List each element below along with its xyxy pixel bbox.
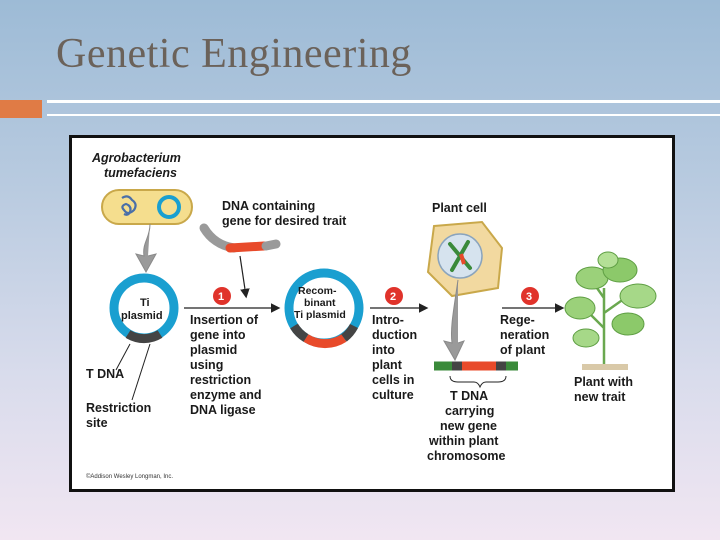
step-1-line-5: restriction bbox=[190, 373, 251, 387]
title-accent-bar bbox=[0, 100, 42, 118]
tdna-caption-1: T DNA bbox=[450, 389, 488, 403]
plant-cell-label: Plant cell bbox=[432, 201, 487, 215]
copyright-notice: ©Addison Wesley Longman, Inc. bbox=[86, 473, 173, 480]
step-2-line-2: duction bbox=[372, 328, 417, 342]
step-1-line-1: Insertion of bbox=[190, 313, 259, 327]
arrow-bacterium-to-plasmid bbox=[135, 223, 157, 274]
step-3-line-3: of plant bbox=[500, 343, 546, 357]
bacterium-ti-plasmid bbox=[157, 195, 181, 219]
recombinant-tdna-right bbox=[341, 323, 359, 342]
plant-new-trait-label-2: new trait bbox=[574, 390, 626, 404]
tdna-caption-4: within plant bbox=[428, 434, 499, 448]
arrow-gene-down bbox=[239, 255, 250, 299]
restriction-pointer bbox=[131, 343, 151, 401]
tdna-bracket bbox=[449, 375, 507, 389]
step-2-line-4: plant bbox=[372, 358, 403, 372]
title-divider bbox=[47, 100, 720, 103]
dna-label-1: DNA containing bbox=[222, 199, 315, 213]
genetic-engineering-diagram: Agrobacterium tumefaciens DNA containing… bbox=[69, 135, 675, 492]
step-2-line-1: Intro- bbox=[372, 313, 404, 327]
step-2-line-6: culture bbox=[372, 388, 414, 402]
step-3-line-2: neration bbox=[500, 328, 549, 342]
step-1-badge bbox=[213, 287, 231, 305]
recombinant-tdna-left bbox=[290, 323, 309, 342]
slide-title: Genetic Engineering bbox=[56, 31, 412, 77]
tdna-label: T DNA bbox=[86, 367, 124, 381]
step-2-badge bbox=[385, 287, 403, 305]
restriction-label-1: Restriction bbox=[86, 401, 151, 415]
step-2-number: 2 bbox=[390, 291, 396, 303]
diagram-canvas: Agrobacterium tumefaciens DNA containing… bbox=[86, 151, 657, 480]
step-2-line-3: into bbox=[372, 343, 395, 357]
restriction-label-2: site bbox=[86, 416, 108, 430]
title-divider-secondary bbox=[47, 114, 720, 116]
desired-gene-segment bbox=[225, 241, 269, 253]
step-1-line-4: using bbox=[190, 358, 223, 372]
ti-plasmid-label-1: Ti bbox=[140, 297, 150, 309]
step-3-number: 3 bbox=[526, 291, 532, 303]
donor-dna-end bbox=[261, 239, 281, 251]
ti-plasmid-label-2: plasmid bbox=[121, 310, 163, 322]
step-1-line-6: enzyme and bbox=[190, 388, 262, 402]
step-1-line-7: DNA ligase bbox=[190, 403, 256, 417]
agrobacterium-label-2: tumefaciens bbox=[104, 166, 177, 180]
bacterial-chromosome bbox=[121, 195, 137, 216]
chromosome-insert bbox=[459, 253, 466, 265]
step-3-line-1: Rege- bbox=[500, 313, 535, 327]
tdna-caption-5: chromosome bbox=[427, 449, 506, 463]
tdna-caption-3: new gene bbox=[440, 419, 497, 433]
tdna-caption-2: carrying bbox=[445, 404, 494, 418]
recombinant-gene-insert bbox=[303, 334, 347, 349]
agrobacterium-label-1: Agrobacterium bbox=[91, 151, 181, 165]
ti-plasmid-tdna-region bbox=[125, 330, 163, 344]
arrow-cell-to-chromosome bbox=[442, 279, 465, 362]
recombinant-label-3: Ti plasmid bbox=[294, 309, 346, 321]
plant-new-trait-label-1: Plant with bbox=[574, 375, 633, 389]
step-1-line-3: plasmid bbox=[190, 343, 237, 357]
recombinant-label-1: Recom- bbox=[298, 285, 337, 297]
step-2-line-5: cells in bbox=[372, 373, 414, 387]
tdna-pointer bbox=[115, 343, 131, 371]
step-1-line-2: gene into bbox=[190, 328, 246, 342]
step-1-number: 1 bbox=[218, 291, 224, 303]
step-3-badge bbox=[521, 287, 539, 305]
recombinant-label-2: binant bbox=[304, 297, 336, 309]
dna-label-2: gene for desired trait bbox=[222, 214, 347, 228]
regenerated-plant bbox=[564, 251, 657, 370]
